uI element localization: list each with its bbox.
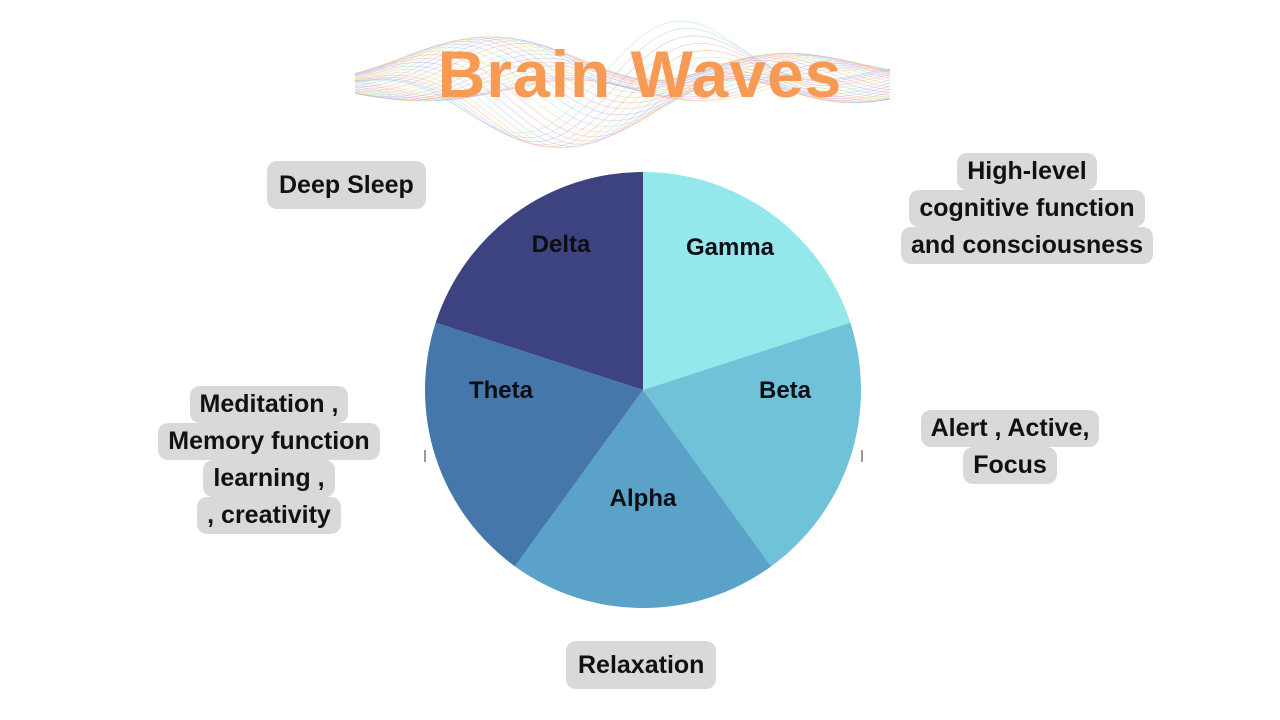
slice-label-alpha: Alpha — [610, 485, 677, 512]
wave-line — [355, 38, 890, 93]
callout-gamma-line-2: cognitive function — [909, 190, 1145, 227]
wave-line — [355, 36, 890, 98]
wave-line — [355, 46, 890, 94]
wave-line — [355, 58, 890, 142]
callout-delta-text: Deep Sleep — [267, 161, 426, 209]
callout-gamma-line-1: High-level — [957, 153, 1097, 190]
wave-line — [355, 56, 890, 149]
callout-alpha: Relaxation — [566, 641, 717, 689]
wave-line — [355, 43, 890, 92]
callout-delta: Deep Sleep — [267, 161, 426, 209]
slice-label-beta: Beta — [759, 377, 812, 404]
pie-slice-theta — [425, 322, 643, 567]
wave-line — [355, 43, 890, 122]
callout-gamma-line-3: and consciousness — [900, 227, 1154, 264]
callout-gamma: High-level cognitive function and consci… — [893, 153, 1161, 264]
callout-theta-line-1: Meditation , — [189, 386, 349, 423]
callout-beta-line-1: Alert , Active, — [920, 410, 1100, 447]
wave-line — [355, 42, 890, 146]
callout-beta: Alert , Active, Focus — [905, 410, 1115, 484]
wave-decoration — [355, 20, 890, 149]
wave-line — [355, 62, 890, 145]
wave-line — [355, 62, 890, 149]
pie-slice-alpha — [514, 390, 772, 608]
callout-theta-line-2: Memory function — [158, 423, 380, 460]
wave-line — [355, 40, 890, 91]
wave-line — [355, 37, 890, 96]
wave-line — [355, 35, 890, 143]
wave-line — [355, 65, 890, 147]
page-title: Brain Waves — [437, 37, 843, 111]
pie-slice-delta — [435, 172, 643, 390]
wave-line — [355, 36, 890, 99]
callout-theta-line-4: , creativity — [197, 497, 341, 534]
slice-label-gamma: Gamma — [686, 234, 775, 261]
wave-line — [355, 40, 890, 116]
callout-alpha-text: Relaxation — [566, 641, 717, 689]
callout-theta-line-3: learning , — [203, 460, 335, 497]
callout-beta-line-2: Focus — [963, 447, 1057, 484]
wave-line — [355, 50, 890, 148]
slice-label-theta: Theta — [469, 377, 534, 404]
pie-slice-gamma — [643, 172, 851, 390]
wave-line — [355, 20, 890, 134]
callout-theta: Meditation , Memory function learning , … — [144, 386, 394, 534]
slice-label-delta: Delta — [532, 231, 591, 258]
pie-slice-beta — [643, 322, 861, 567]
